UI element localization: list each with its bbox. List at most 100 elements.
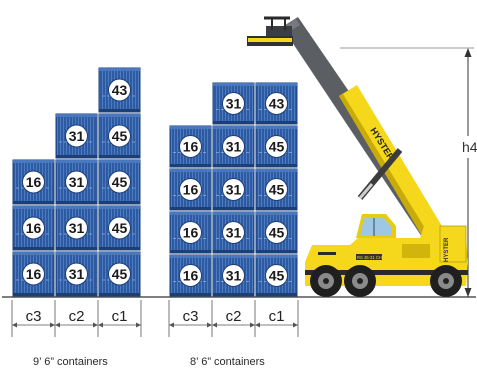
caption-8ft6-containers: 8’ 6” containers [190, 356, 265, 368]
container-label-circle [22, 262, 45, 286]
container-number: 45 [112, 266, 128, 282]
container: 31 [212, 82, 255, 125]
container: 16 [12, 205, 55, 251]
container-number: 45 [269, 268, 285, 284]
container-number: 45 [269, 139, 285, 155]
caption-9ft6-containers: 9’ 6” containers [33, 356, 108, 368]
container: 31 [212, 211, 255, 254]
container-label-circle [222, 92, 245, 115]
container-number: 16 [26, 174, 42, 190]
model-plate: RS 45-31 CH [357, 255, 382, 260]
container-number: 16 [183, 139, 199, 155]
stack-right-8ft6: 16 16 16 16 31 31 31 31 31 45 45 45 45 43 [169, 82, 298, 297]
stack-left-9ft6: 16 16 16 31 31 31 31 45 45 45 45 43 [12, 67, 141, 297]
front-wheel-2 [344, 265, 376, 297]
column-dimensions-left: c3 c2 c1 [11, 300, 142, 337]
container-number: 31 [226, 268, 242, 284]
container-label-circle [108, 216, 131, 240]
rear-wheel [430, 265, 462, 297]
boom: HYSTER [282, 17, 448, 246]
container: 43 [255, 82, 298, 125]
container-number: 43 [269, 96, 285, 112]
container-number: 16 [26, 220, 42, 236]
container-label-circle [265, 264, 288, 287]
container-number: 16 [183, 268, 199, 284]
column-label-c3: c3 [26, 308, 42, 325]
column-label-c1: c1 [269, 308, 285, 325]
chassis-brand: HYSTER [444, 237, 450, 262]
boom-yellow-section [339, 85, 448, 246]
container-number: 31 [226, 182, 242, 198]
container-number: 45 [112, 220, 128, 236]
container-number: 16 [26, 266, 42, 282]
container-label-circle [22, 170, 45, 194]
container: 16 [169, 125, 212, 168]
container-number: 45 [269, 225, 285, 241]
container: 45 [98, 251, 141, 297]
container: 45 [98, 205, 141, 251]
container: 31 [212, 125, 255, 168]
container: 16 [12, 251, 55, 297]
reach-stacker: HYSTER [247, 16, 468, 297]
container-label-circle [265, 135, 288, 158]
container-label-circle [179, 221, 202, 244]
container-label-circle [22, 216, 45, 240]
container-label-circle [222, 178, 245, 201]
container-label-circle [179, 178, 202, 201]
height-dimension-label: h4 [462, 139, 477, 155]
column-label-c2: c2 [69, 308, 85, 325]
column-label-c1: c1 [112, 308, 128, 325]
front-wheel [310, 265, 342, 297]
container: 45 [98, 159, 141, 205]
column-label-c3: c3 [183, 308, 199, 325]
container-number: 31 [69, 266, 85, 282]
container: 45 [255, 254, 298, 297]
container-label-circle [108, 262, 131, 286]
container-number: 31 [69, 128, 85, 144]
container-label-circle [65, 124, 88, 148]
container: 45 [255, 125, 298, 168]
container-label-circle [179, 264, 202, 287]
column-dimensions-right: c3 c2 c1 [168, 300, 299, 337]
container-number: 16 [183, 182, 199, 198]
container-number: 45 [269, 182, 285, 198]
spreader [247, 16, 293, 46]
container: 16 [169, 211, 212, 254]
container: 16 [169, 168, 212, 211]
container: 16 [12, 159, 55, 205]
container-number: 31 [226, 225, 242, 241]
container-number: 31 [69, 220, 85, 236]
container-label-circle [179, 135, 202, 158]
chassis: HYSTER RS 45-31 CH [305, 214, 468, 286]
container: 31 [55, 205, 98, 251]
column-label-c2: c2 [226, 308, 242, 325]
container: 31 [55, 113, 98, 159]
container: 43 [98, 67, 141, 113]
container-number: 31 [226, 139, 242, 155]
container-label-circle [108, 170, 131, 194]
container-label-circle [265, 178, 288, 201]
container: 45 [255, 168, 298, 211]
container-label-circle [108, 124, 131, 148]
container-number: 45 [112, 128, 128, 144]
container-label-circle [65, 216, 88, 240]
container-number: 16 [183, 225, 199, 241]
container-number: 31 [226, 96, 242, 112]
container-label-circle [222, 264, 245, 287]
container-label-circle [222, 221, 245, 244]
height-dimension: h4 [340, 47, 477, 297]
container-label-circle [65, 170, 88, 194]
container-label-circle [108, 78, 131, 102]
container-number: 31 [69, 174, 85, 190]
container-label-circle [65, 262, 88, 286]
container: 31 [212, 168, 255, 211]
container-number: 45 [112, 174, 128, 190]
container-number: 43 [112, 82, 128, 98]
container: 31 [212, 254, 255, 297]
container: 16 [169, 254, 212, 297]
container: 45 [255, 211, 298, 254]
container: 45 [98, 113, 141, 159]
container: 31 [55, 159, 98, 205]
